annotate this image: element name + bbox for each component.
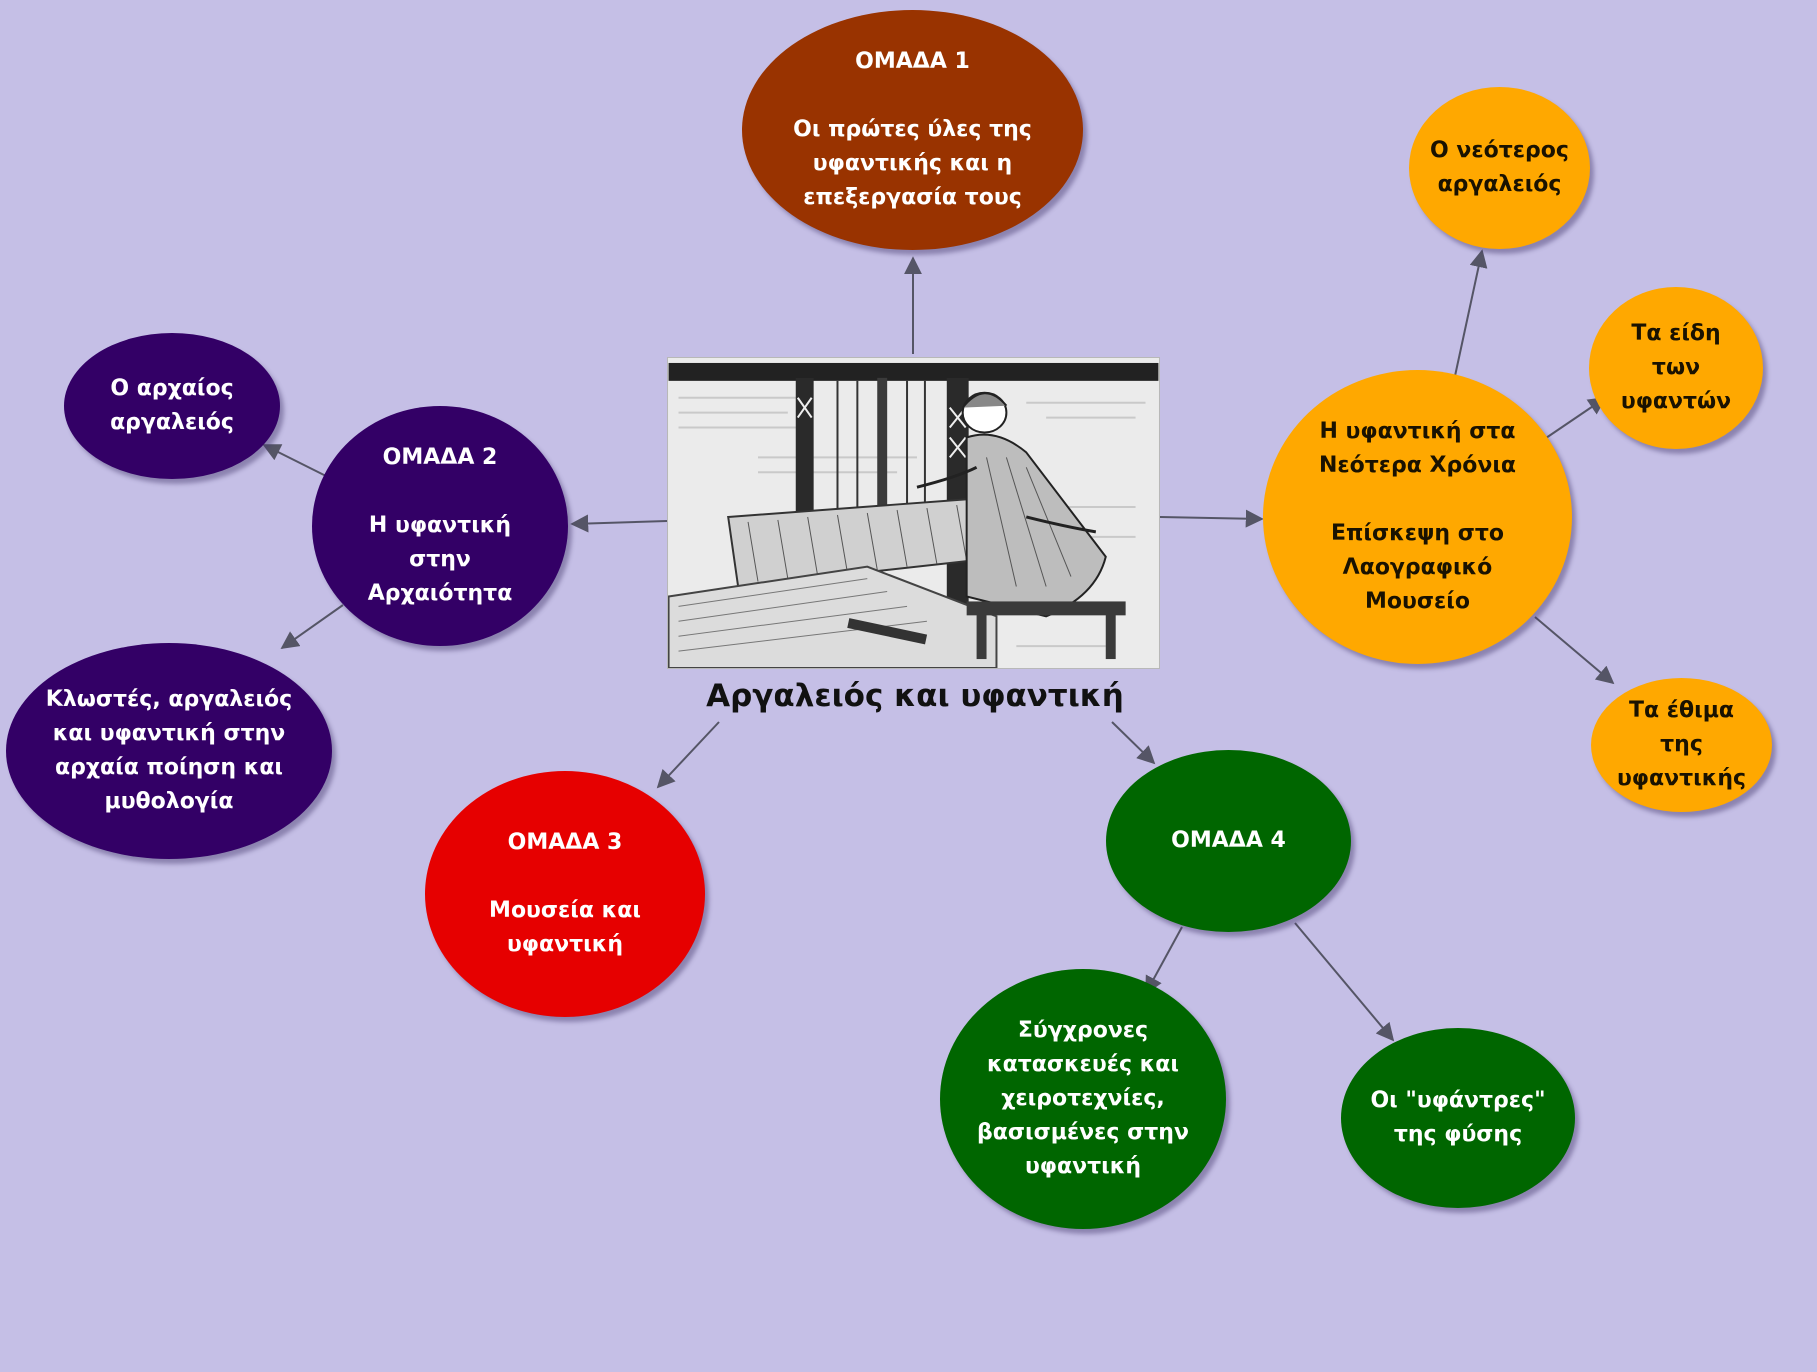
node-weaving-customs[interactable]: Τα έθιμα της υφαντικής [1591,678,1772,812]
node-newer-loom-label: Ο νεότερος αργαλειός [1430,138,1569,197]
node-modern-crafts-label: Σύγχρονες κατασκευές και χειροτεχνίες, β… [977,1018,1189,1179]
edge-group2-ancient-poetry [280,604,344,650]
node-modern-crafts[interactable]: Σύγχρονες κατασκευές και χειροτεχνίες, β… [940,969,1226,1229]
node-newer-loom[interactable]: Ο νεότερος αργαλειός [1409,87,1590,249]
loom-illustration [667,357,1160,669]
node-group-1[interactable]: ΟΜΑΔΑ 1 Οι πρώτες ύλες της υφαντικής και… [742,10,1083,250]
node-group-2-label: ΟΜΑΔΑ 2 Η υφαντική στην Αρχαιότητα [367,445,513,606]
node-fabric-types[interactable]: Τα είδη των υφαντών [1589,287,1763,449]
edge-group4-nature-weavers [1294,922,1395,1042]
edge-modern-times-fabric-types [1545,396,1607,439]
node-ancient-poetry-label: Κλωστές, αργαλειός και υφαντική στην αρχ… [45,687,293,814]
node-group-3-label: ΟΜΑΔΑ 3 Μουσεία και υφαντική [489,830,641,957]
edge-modern-times-newer-loom [1454,249,1488,377]
edge-center-group4 [1111,721,1156,765]
edge-center-group2 [570,514,668,533]
node-modern-times-label: Η υφαντική στα Νεότερα Χρόνια Επίσκεψη σ… [1318,419,1517,614]
node-group-3[interactable]: ΟΜΑΔΑ 3 Μουσεία και υφαντική [425,771,705,1017]
edge-modern-times-weaving-customs [1534,616,1615,685]
node-nature-weavers-label: Οι "υφάντρες" της φύσης [1370,1088,1546,1147]
node-ancient-poetry[interactable]: Κλωστές, αργαλειός και υφαντική στην αρχ… [6,643,332,859]
node-fabric-types-label: Τα είδη των υφαντών [1620,321,1732,414]
node-weaving-customs-label: Τα έθιμα της υφαντικής [1616,698,1747,791]
edge-group4-modern-crafts [1145,926,1183,995]
node-nature-weavers[interactable]: Οι "υφάντρες" της φύσης [1341,1028,1575,1208]
edge-center-modern-times [1159,509,1264,528]
node-group-2[interactable]: ΟΜΑΔΑ 2 Η υφαντική στην Αρχαιότητα [312,406,568,646]
center-title: Αργαλειός και υφαντική [706,678,1124,714]
node-ancient-loom-label: Ο αρχαίος αργαλειός [110,376,234,435]
node-group-1-label: ΟΜΑΔΑ 1 Οι πρώτες ύλες της υφαντικής και… [793,49,1032,210]
edge-center-group3 [656,721,720,789]
node-group-4-label: ΟΜΑΔΑ 4 [1171,828,1286,853]
node-group-4[interactable]: ΟΜΑΔΑ 4 [1106,750,1351,932]
node-modern-times[interactable]: Η υφαντική στα Νεότερα Χρόνια Επίσκεψη σ… [1263,370,1572,664]
loom-drawing [668,358,1159,668]
node-ancient-loom[interactable]: Ο αρχαίος αργαλειός [64,333,280,479]
edge-group2-ancient-loom [262,444,327,477]
